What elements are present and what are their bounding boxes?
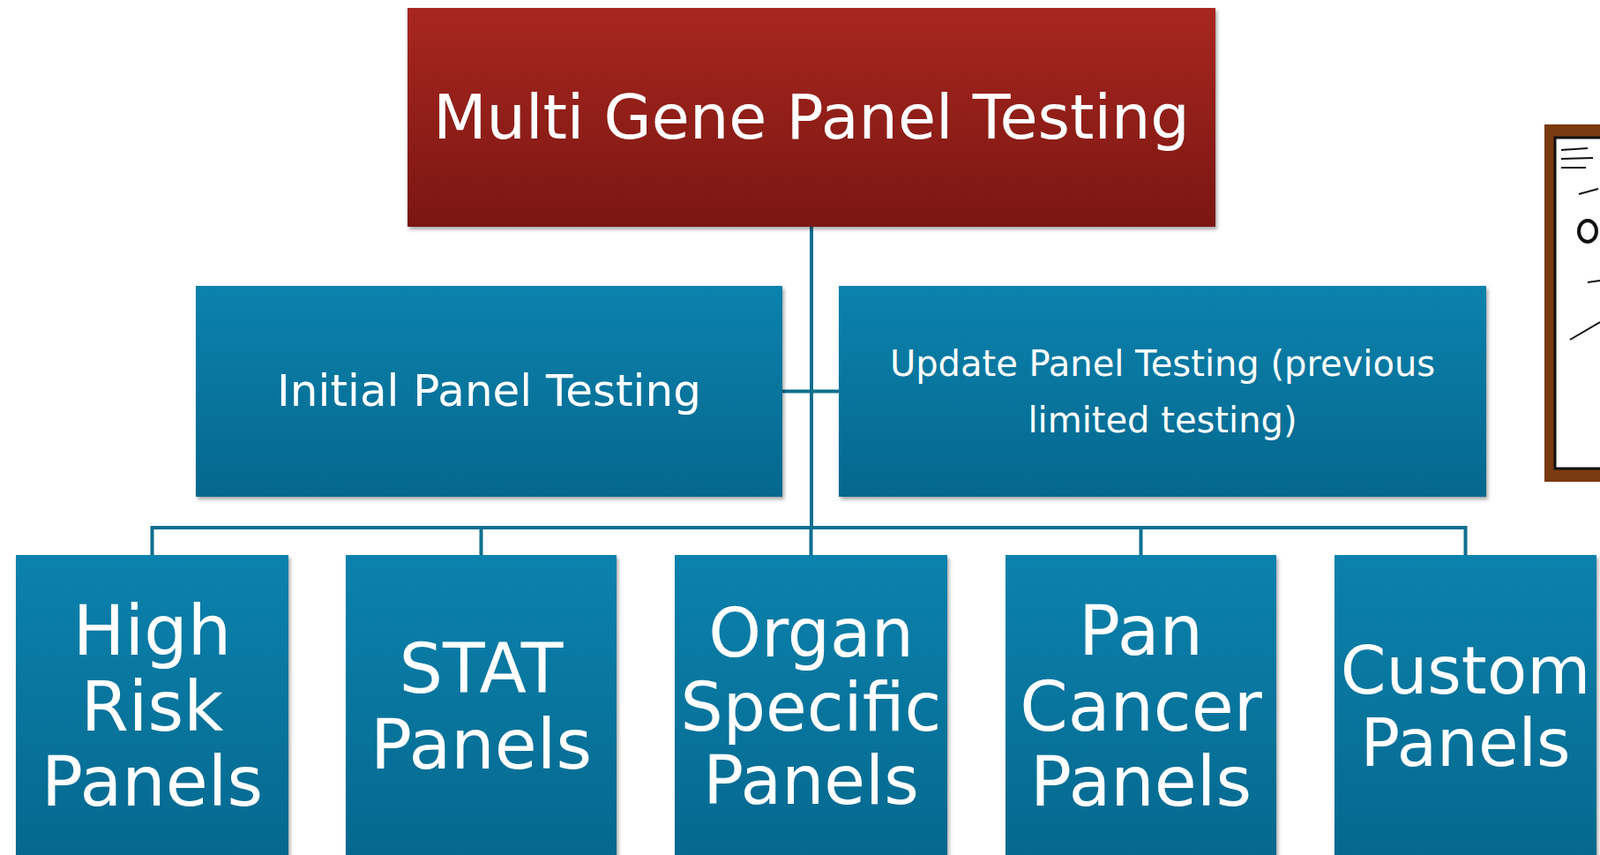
box-label: High Risk Panels — [21, 593, 284, 821]
category-box: Pan Cancer Panels — [1005, 554, 1277, 855]
category-box: Update Panel Testing (previous limited t… — [838, 285, 1487, 497]
box-label: Custom Panels — [1339, 635, 1592, 779]
connector-line — [811, 226, 839, 392]
sketch-strokes — [1578, 220, 1597, 242]
box-label: Organ Specific Panels — [680, 596, 943, 818]
category-box: Organ Specific Panels — [674, 554, 948, 855]
box-label: Initial Panel Testing — [276, 366, 702, 416]
category-box: STAT Panels — [345, 554, 617, 855]
category-box: High Risk Panels — [15, 554, 289, 855]
box-label: Update Panel Testing (previous limited t… — [865, 335, 1460, 449]
category-box: Initial Panel Testing — [195, 285, 783, 497]
box-label: Pan Cancer Panels — [1010, 593, 1272, 821]
paper-sheet — [1555, 137, 1600, 469]
box-label: Multi Gene Panel Testing — [433, 83, 1190, 152]
category-box: Custom Panels — [1334, 554, 1597, 855]
connector-line — [782, 226, 812, 392]
root-box: Multi Gene Panel Testing — [407, 7, 1216, 227]
connector-line — [152, 226, 813, 555]
sketch-strokes — [1561, 148, 1600, 340]
box-label: STAT Panels — [351, 631, 612, 784]
